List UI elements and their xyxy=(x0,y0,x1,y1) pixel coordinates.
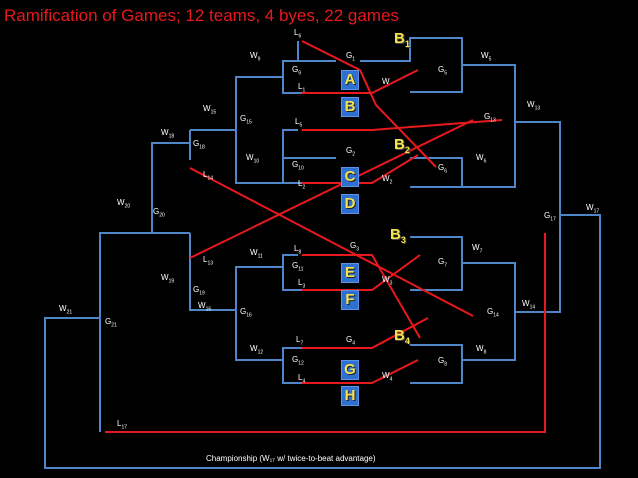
label-w18: W18 xyxy=(161,128,175,140)
loser-route xyxy=(189,167,474,317)
label-g17: G17 xyxy=(544,211,556,223)
team-box-c: C xyxy=(341,167,359,187)
label-w14: W14 xyxy=(522,299,536,311)
label-g3: G3 xyxy=(350,241,360,253)
label-g12: G12 xyxy=(292,355,304,367)
championship-caption: Championship (W₁₇ w/ twice-to-beat advan… xyxy=(206,454,376,463)
bye-label-3: B3 xyxy=(390,226,406,245)
label-w21: W21 xyxy=(59,304,73,316)
label-w4: W4 xyxy=(382,371,393,383)
label-w9: W9 xyxy=(250,51,261,63)
label-w5: W5 xyxy=(481,51,492,63)
label-g16: G16 xyxy=(240,307,252,319)
label-w17: W17 xyxy=(586,203,600,215)
label-l3: L3 xyxy=(298,278,306,290)
label-g14: G14 xyxy=(487,307,499,319)
bracket-line xyxy=(282,158,336,184)
diagram-title: Ramification of Games; 12 teams, 4 byes,… xyxy=(4,6,399,25)
label-g18: G18 xyxy=(193,139,205,151)
bracket-line xyxy=(282,360,336,384)
label-g7: G7 xyxy=(438,257,448,269)
bracket-line xyxy=(282,254,298,267)
label-w11: W11 xyxy=(250,248,263,260)
loser-route xyxy=(302,154,419,184)
label-l17: L17 xyxy=(117,419,128,431)
label-g11: G11 xyxy=(292,261,304,273)
label-w: W xyxy=(382,77,390,86)
label-l8: L8 xyxy=(294,244,302,256)
label-w13: W13 xyxy=(527,100,541,112)
label-g10: G10 xyxy=(292,160,304,172)
label-g21: G21 xyxy=(105,317,117,329)
label-g5: G5 xyxy=(438,65,448,77)
bracket-line xyxy=(410,157,463,187)
bye-label-1: B1 xyxy=(394,30,410,49)
label-w7: W7 xyxy=(472,243,483,255)
loser-route xyxy=(302,119,503,131)
bracket-line xyxy=(410,236,463,291)
bracket-line xyxy=(189,233,283,311)
team-box-e: E xyxy=(341,263,359,283)
bye-label-4: B4 xyxy=(394,327,410,346)
label-g1: G1 xyxy=(346,51,356,63)
label-l6: L6 xyxy=(294,28,302,40)
label-g20: G20 xyxy=(153,207,165,219)
loser-route xyxy=(302,254,421,291)
label-g13: G13 xyxy=(484,112,496,124)
label-l4: L4 xyxy=(298,373,306,385)
label-w19: W19 xyxy=(161,273,175,285)
label-w2: W2 xyxy=(382,174,393,186)
bracket-line xyxy=(235,310,283,361)
loser-route xyxy=(302,359,419,384)
label-w10: W10 xyxy=(246,153,260,165)
label-l7: L7 xyxy=(296,335,304,347)
bracket-line xyxy=(99,232,152,432)
bracket-line xyxy=(282,41,336,94)
loser-route xyxy=(189,119,474,259)
bracket-line xyxy=(282,347,336,360)
team-box-f: F xyxy=(341,290,359,310)
label-l13: L13 xyxy=(203,255,214,267)
bracket-line xyxy=(282,267,336,291)
label-g4: G4 xyxy=(346,335,356,347)
team-box-b: B xyxy=(341,97,359,117)
label-l2: L2 xyxy=(298,179,306,191)
team-box-d: D xyxy=(341,194,359,214)
loser-route xyxy=(302,69,419,94)
label-w3: W3 xyxy=(382,275,393,287)
label-g2: G2 xyxy=(346,146,356,158)
loser-route xyxy=(302,254,421,339)
team-box-h: H xyxy=(341,386,359,406)
label-g9: G9 xyxy=(292,65,302,77)
loser-route xyxy=(301,40,437,168)
label-l5: L5 xyxy=(295,117,303,129)
label-g15: G15 xyxy=(240,114,252,126)
label-w16: W16 xyxy=(198,301,212,313)
loser-route xyxy=(302,317,429,349)
bracket-line xyxy=(282,129,336,159)
label-g19: G19 xyxy=(193,285,205,297)
label-g6: G6 xyxy=(438,163,448,175)
team-box-g: G xyxy=(341,360,359,380)
label-l14: L14 xyxy=(203,170,214,182)
label-w8: W8 xyxy=(476,344,487,356)
bracket-line xyxy=(462,64,516,188)
bracket-line xyxy=(235,76,283,184)
team-box-a: A xyxy=(341,70,359,90)
label-g8: G8 xyxy=(438,356,448,368)
bracket-line xyxy=(44,214,601,469)
bracket-line xyxy=(410,344,463,384)
bracket-line xyxy=(360,37,463,93)
label-w12: W12 xyxy=(250,344,264,356)
loser-route xyxy=(105,233,546,433)
label-w15: W15 xyxy=(203,104,217,116)
bye-label-2: B2 xyxy=(394,136,410,155)
label-l1: L1 xyxy=(298,82,306,94)
bracket-line xyxy=(462,262,516,361)
label-w20: W20 xyxy=(117,198,131,210)
label-w6: W6 xyxy=(476,153,487,165)
